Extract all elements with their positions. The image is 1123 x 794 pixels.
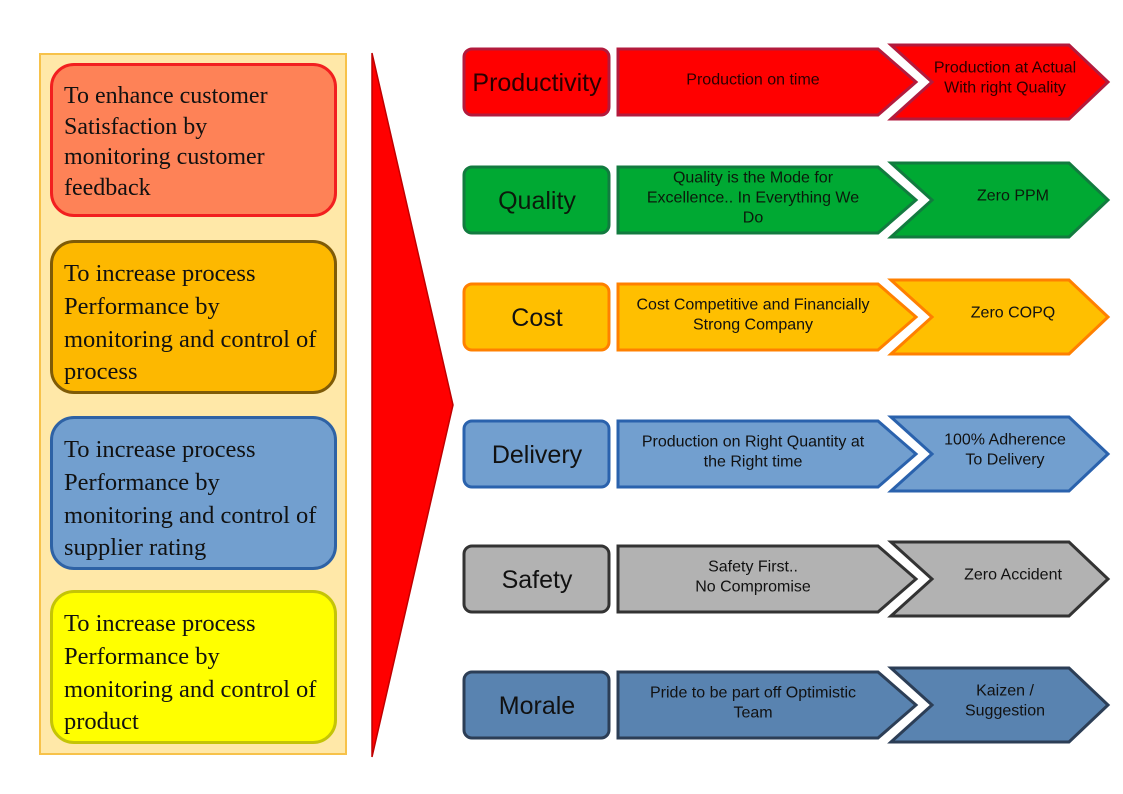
row-text-line: Suggestion — [965, 703, 1045, 720]
label-box — [462, 165, 611, 235]
row-text-line: Production on time — [686, 72, 820, 89]
vision-arrow — [616, 544, 919, 614]
row-text-line: Zero COPQ — [971, 305, 1055, 322]
row-text-line: Team — [733, 705, 772, 722]
target-chevron — [887, 666, 1111, 744]
target-chevron — [887, 415, 1111, 493]
goal-text-line: Performance by — [64, 642, 220, 670]
row-productivity: Productivity Production on time Production… — [462, 43, 1111, 121]
goal-text-line: monitoring customer — [64, 144, 265, 171]
row-label: Safety — [502, 566, 573, 594]
goal-text-line: To increase process — [64, 260, 256, 287]
row-text-line: Zero PPM — [977, 188, 1049, 205]
row-text-line: Quality is the Mode for — [673, 170, 834, 187]
goal-text-line: monitoring and control of — [64, 325, 317, 353]
goal-text-line: To increase process — [64, 610, 256, 637]
label-box — [462, 47, 611, 117]
vision-arrow — [616, 419, 919, 489]
row-text-line: Zero Accident — [964, 567, 1062, 584]
row-label: Cost — [511, 304, 562, 332]
label-box — [462, 670, 611, 740]
row-text-line: Do — [743, 210, 764, 227]
row-text-line: 100% Adherence — [944, 432, 1066, 449]
row-text-line: Safety First.. — [708, 559, 798, 576]
goal-text-line: Performance by — [64, 292, 220, 320]
goal-text-line: To enhance customer — [64, 83, 268, 109]
target-chevron — [887, 540, 1111, 618]
label-box — [462, 544, 611, 614]
row-quality: Quality Quality is the Mode forExcellence… — [462, 161, 1111, 239]
goal-text-line: To increase process — [64, 436, 256, 463]
row-text-line: the Right time — [704, 454, 803, 471]
goal-text-line: product — [64, 708, 139, 736]
goal-text-line: Performance by — [64, 468, 220, 496]
vision-arrow — [616, 282, 919, 352]
row-text-line: Production on Right Quantity at — [642, 434, 865, 451]
row-label: Morale — [499, 692, 575, 720]
goal-text-line: monitoring and control of — [64, 501, 317, 529]
row-text-line: Kaizen / — [976, 683, 1034, 700]
row-label: Delivery — [492, 441, 583, 469]
row-text-line: No Compromise — [695, 579, 811, 596]
target-chevron — [887, 278, 1111, 356]
row-morale: Morale Pride to be part off OptimisticTea… — [462, 666, 1111, 744]
row-label: Quality — [498, 187, 576, 215]
goal-text-line: monitoring and control of — [64, 675, 317, 703]
row-cost: Cost Cost Competitive and FinanciallyStro… — [462, 278, 1111, 356]
goal-text-line: Satisfaction by — [64, 113, 208, 140]
goal-text-line: supplier rating — [64, 534, 207, 562]
big-arrow — [371, 52, 454, 758]
vision-arrow — [616, 165, 919, 235]
row-delivery: Delivery Production on Right Quantity at t… — [462, 415, 1111, 493]
label-box — [462, 419, 611, 489]
row-text-line: Strong Company — [693, 317, 813, 334]
goal-text-line: feedback — [64, 175, 151, 202]
target-chevron — [887, 161, 1111, 239]
row-safety: Safety Safety First.. No Compromise Zero Ac… — [462, 540, 1111, 618]
row-text-line: Pride to be part off Optimistic — [650, 685, 856, 702]
goal-text-line: process — [64, 358, 138, 386]
row-text-line: Production at Actual — [934, 60, 1076, 77]
row-label: Productivity — [472, 69, 602, 97]
vision-arrow — [616, 670, 919, 740]
target-chevron — [887, 43, 1111, 121]
vision-arrow — [616, 47, 919, 117]
row-text-line: With right Quality — [944, 80, 1066, 97]
row-text-line: Cost Competitive and Financially — [637, 297, 870, 314]
row-text-line: To Delivery — [965, 452, 1044, 469]
label-box — [462, 282, 611, 352]
row-text-line: Excellence.. In Everything We — [647, 190, 859, 207]
